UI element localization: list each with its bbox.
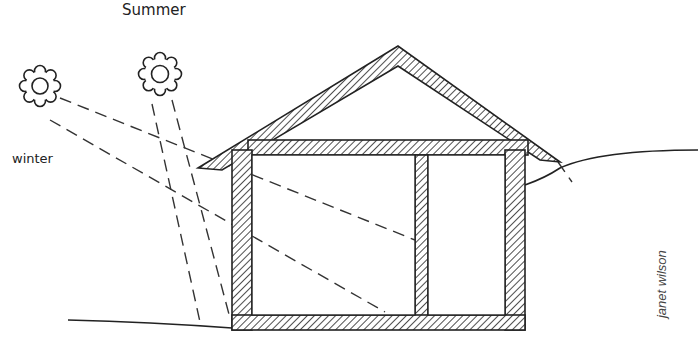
season-label: winter	[12, 152, 53, 166]
summer-ray	[152, 104, 200, 322]
room	[428, 155, 505, 315]
winter-sun	[20, 66, 61, 107]
partition-wall	[415, 155, 428, 317]
right-wall	[505, 150, 525, 330]
room	[252, 155, 415, 315]
season-label: Summer	[122, 2, 186, 19]
winter-ray	[252, 236, 385, 312]
sun-rays-inside	[252, 175, 415, 312]
summer-ray	[172, 100, 230, 318]
credit-watermark: janet wilson	[655, 239, 669, 329]
ground-line	[68, 320, 232, 328]
ceiling	[248, 140, 528, 155]
winter-ray	[252, 175, 415, 240]
ray-mark	[558, 162, 572, 182]
sun-rays	[50, 98, 572, 322]
left-wall	[232, 150, 252, 330]
summer-sun	[139, 53, 182, 96]
floor	[232, 315, 525, 330]
